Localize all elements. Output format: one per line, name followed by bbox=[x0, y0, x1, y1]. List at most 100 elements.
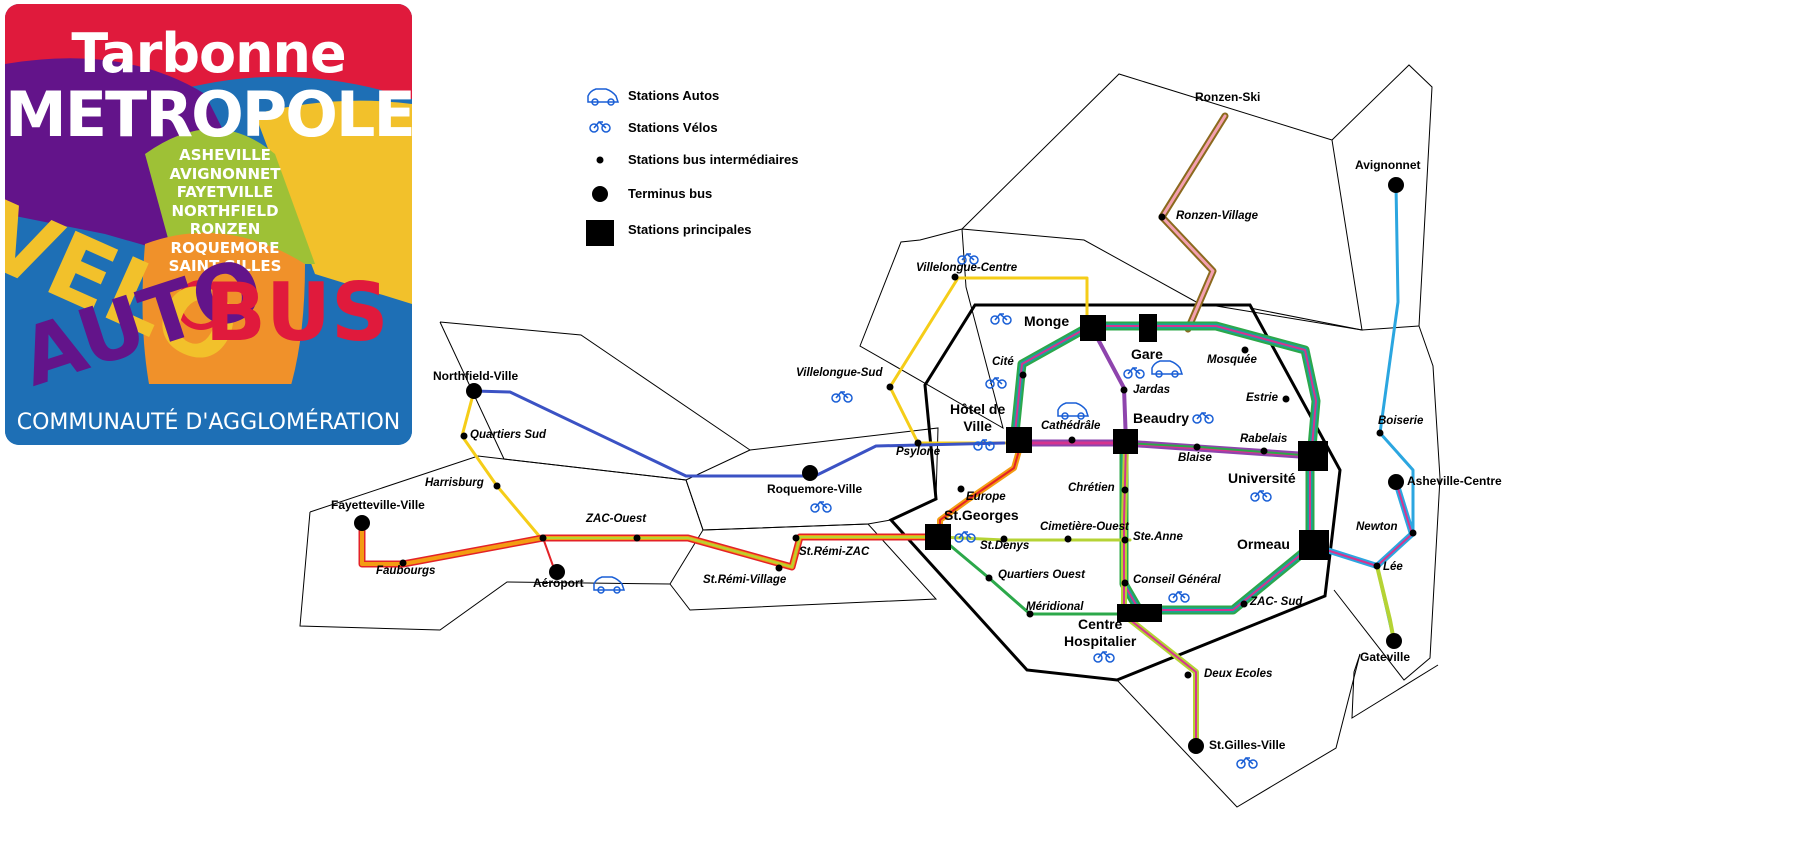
boundary-villelongue bbox=[859, 228, 1004, 430]
label-quartiers-sud: Quartiers Sud bbox=[470, 429, 547, 441]
bike-icon bbox=[973, 438, 995, 451]
logo-title-line2: METROPOLE bbox=[5, 78, 412, 151]
label-universite: Université bbox=[1228, 470, 1296, 486]
label-gateville: Gateville bbox=[1360, 650, 1411, 664]
small-dot-icon bbox=[596, 156, 604, 164]
logo-footer: COMMUNAUTÉ D'AGGLOMÉRATION bbox=[16, 410, 401, 435]
label-gare: Gare bbox=[1131, 346, 1163, 362]
label-estrie: Estrie bbox=[1246, 392, 1278, 404]
label-mosquee: Mosquée bbox=[1207, 354, 1257, 366]
label-jardas: Jardas bbox=[1133, 384, 1171, 396]
label-lee: Lée bbox=[1383, 561, 1403, 573]
boundary-asheville bbox=[1333, 325, 1441, 681]
label-ronzen-village: Ronzen-Village bbox=[1176, 210, 1258, 222]
car-icon bbox=[593, 576, 626, 594]
bike-stations bbox=[810, 252, 1272, 769]
label-hotel-de-ville: Hôtel de Ville bbox=[950, 401, 1006, 434]
label-chretien: Chrétien bbox=[1068, 482, 1115, 494]
legend-label: Stations Vélos bbox=[628, 120, 718, 135]
label-cite: Cité bbox=[992, 356, 1014, 368]
label-rabelais: Rabelais bbox=[1240, 433, 1288, 445]
label-europe: Europe bbox=[966, 491, 1006, 503]
line-west-trunk bbox=[358, 519, 944, 571]
label-conseil-general: Conseil Général bbox=[1133, 574, 1221, 586]
label-beaudry: Beaudry bbox=[1133, 410, 1190, 426]
boundary-stremi bbox=[669, 523, 938, 611]
terminus-aeroport bbox=[549, 564, 565, 580]
logo-city: FAYETVILLE bbox=[176, 183, 274, 201]
large-dot-icon bbox=[592, 186, 608, 202]
line-cimetiere bbox=[938, 535, 1132, 542]
car-icon bbox=[587, 88, 620, 106]
label-centre-hospitalier: Centre Hospitalier bbox=[1064, 616, 1137, 649]
bike-icon bbox=[1168, 590, 1190, 603]
terminus-fayetteville bbox=[354, 515, 370, 531]
label-avignonnet: Avignonnet bbox=[1355, 158, 1421, 172]
legend-label: Terminus bus bbox=[628, 186, 713, 201]
label-northfield-ville: Northfield-Ville bbox=[433, 369, 519, 383]
terminus-avignonnet bbox=[1388, 177, 1404, 193]
label-faubourgs: Faubourgs bbox=[376, 565, 436, 577]
line-northfield-roquemore bbox=[472, 389, 1006, 478]
label-roquemore-ville: Roquemore-Ville bbox=[767, 482, 863, 496]
label-boiserie: Boiserie bbox=[1378, 415, 1424, 427]
bike-icon bbox=[1192, 411, 1214, 424]
logo-city: ROQUEMORE bbox=[170, 238, 280, 257]
label-blaise: Blaise bbox=[1178, 452, 1212, 464]
terminus-gateville bbox=[1386, 633, 1402, 649]
intermediate-stops bbox=[399, 213, 1417, 679]
boundary-avignonnet bbox=[1331, 64, 1433, 327]
logo-city-list: ASHEVILLE AVIGNONNET FAYETVILLE NORTHFIE… bbox=[155, 146, 295, 276]
bike-icon bbox=[985, 376, 1007, 389]
logo-city: ASHEVILLE bbox=[179, 146, 271, 164]
bike-icon bbox=[589, 120, 611, 133]
boundary-east bbox=[1249, 307, 1420, 331]
label-st-gilles-ville: St.Gilles-Ville bbox=[1209, 738, 1286, 752]
logo-city: NORTHFIELD bbox=[171, 201, 279, 220]
terminus-stations bbox=[354, 177, 1404, 754]
car-icon bbox=[1151, 360, 1184, 378]
label-harrisburg: Harrisburg bbox=[425, 477, 484, 489]
line-ronzen bbox=[1158, 112, 1229, 333]
line-lee-gateville bbox=[1375, 564, 1396, 643]
bike-icon bbox=[810, 500, 832, 513]
label-asheville-centre: Asheville-Centre bbox=[1407, 474, 1502, 488]
logo-city: SAINT-GILLES bbox=[168, 257, 282, 275]
bike-icon bbox=[831, 390, 853, 403]
line-villelongue bbox=[888, 276, 1089, 445]
station-square-gare bbox=[1139, 314, 1157, 342]
station-square-hotel-de-ville bbox=[1006, 427, 1032, 453]
label-st-remi-zac: St.Rémi-ZAC bbox=[799, 546, 870, 558]
boundary-gateville bbox=[1351, 653, 1439, 719]
logo-city: RONZEN bbox=[189, 220, 261, 238]
label-villelongue-sud: Villelongue-Sud bbox=[796, 367, 883, 379]
boundary-ronzen bbox=[961, 73, 1363, 331]
terminus-northfield bbox=[466, 383, 482, 399]
terminus-asheville bbox=[1388, 474, 1404, 490]
bike-icon bbox=[957, 252, 979, 265]
bike-icon bbox=[1123, 366, 1145, 379]
label-fayetteville-ville: Fayetteville-Ville bbox=[331, 498, 425, 512]
label-deux-ecoles: Deux Ecoles bbox=[1204, 668, 1273, 680]
legend-label: Stations Autos bbox=[628, 88, 720, 103]
label-ronzen-ski: Ronzen-Ski bbox=[1195, 90, 1261, 104]
station-square-beaudry bbox=[1113, 429, 1138, 454]
legend-label: Stations principales bbox=[628, 222, 752, 237]
label-ste-anne: Ste.Anne bbox=[1133, 531, 1183, 543]
terminus-roquemore bbox=[802, 465, 818, 481]
logo-city: AVIGNONNET bbox=[169, 164, 281, 183]
label-aeroport: Aéroport bbox=[533, 576, 584, 590]
label-monge: Monge bbox=[1024, 313, 1070, 329]
station-square-ormeau bbox=[1299, 530, 1329, 560]
logo-title-line1: Tarbonne bbox=[71, 22, 346, 85]
label-zac-ouest: ZAC-Ouest bbox=[586, 513, 647, 525]
boundary-northfield bbox=[439, 321, 752, 481]
label-st-denys: St.Denys bbox=[980, 540, 1030, 552]
label-quartiers-ouest: Quartiers Ouest bbox=[998, 569, 1085, 581]
bike-icon bbox=[954, 530, 976, 543]
legend-label: Stations bus intermédiaires bbox=[628, 152, 799, 167]
station-square-monge bbox=[1080, 315, 1106, 341]
terminus-st-gilles bbox=[1188, 738, 1204, 754]
logo-background bbox=[5, 4, 412, 445]
